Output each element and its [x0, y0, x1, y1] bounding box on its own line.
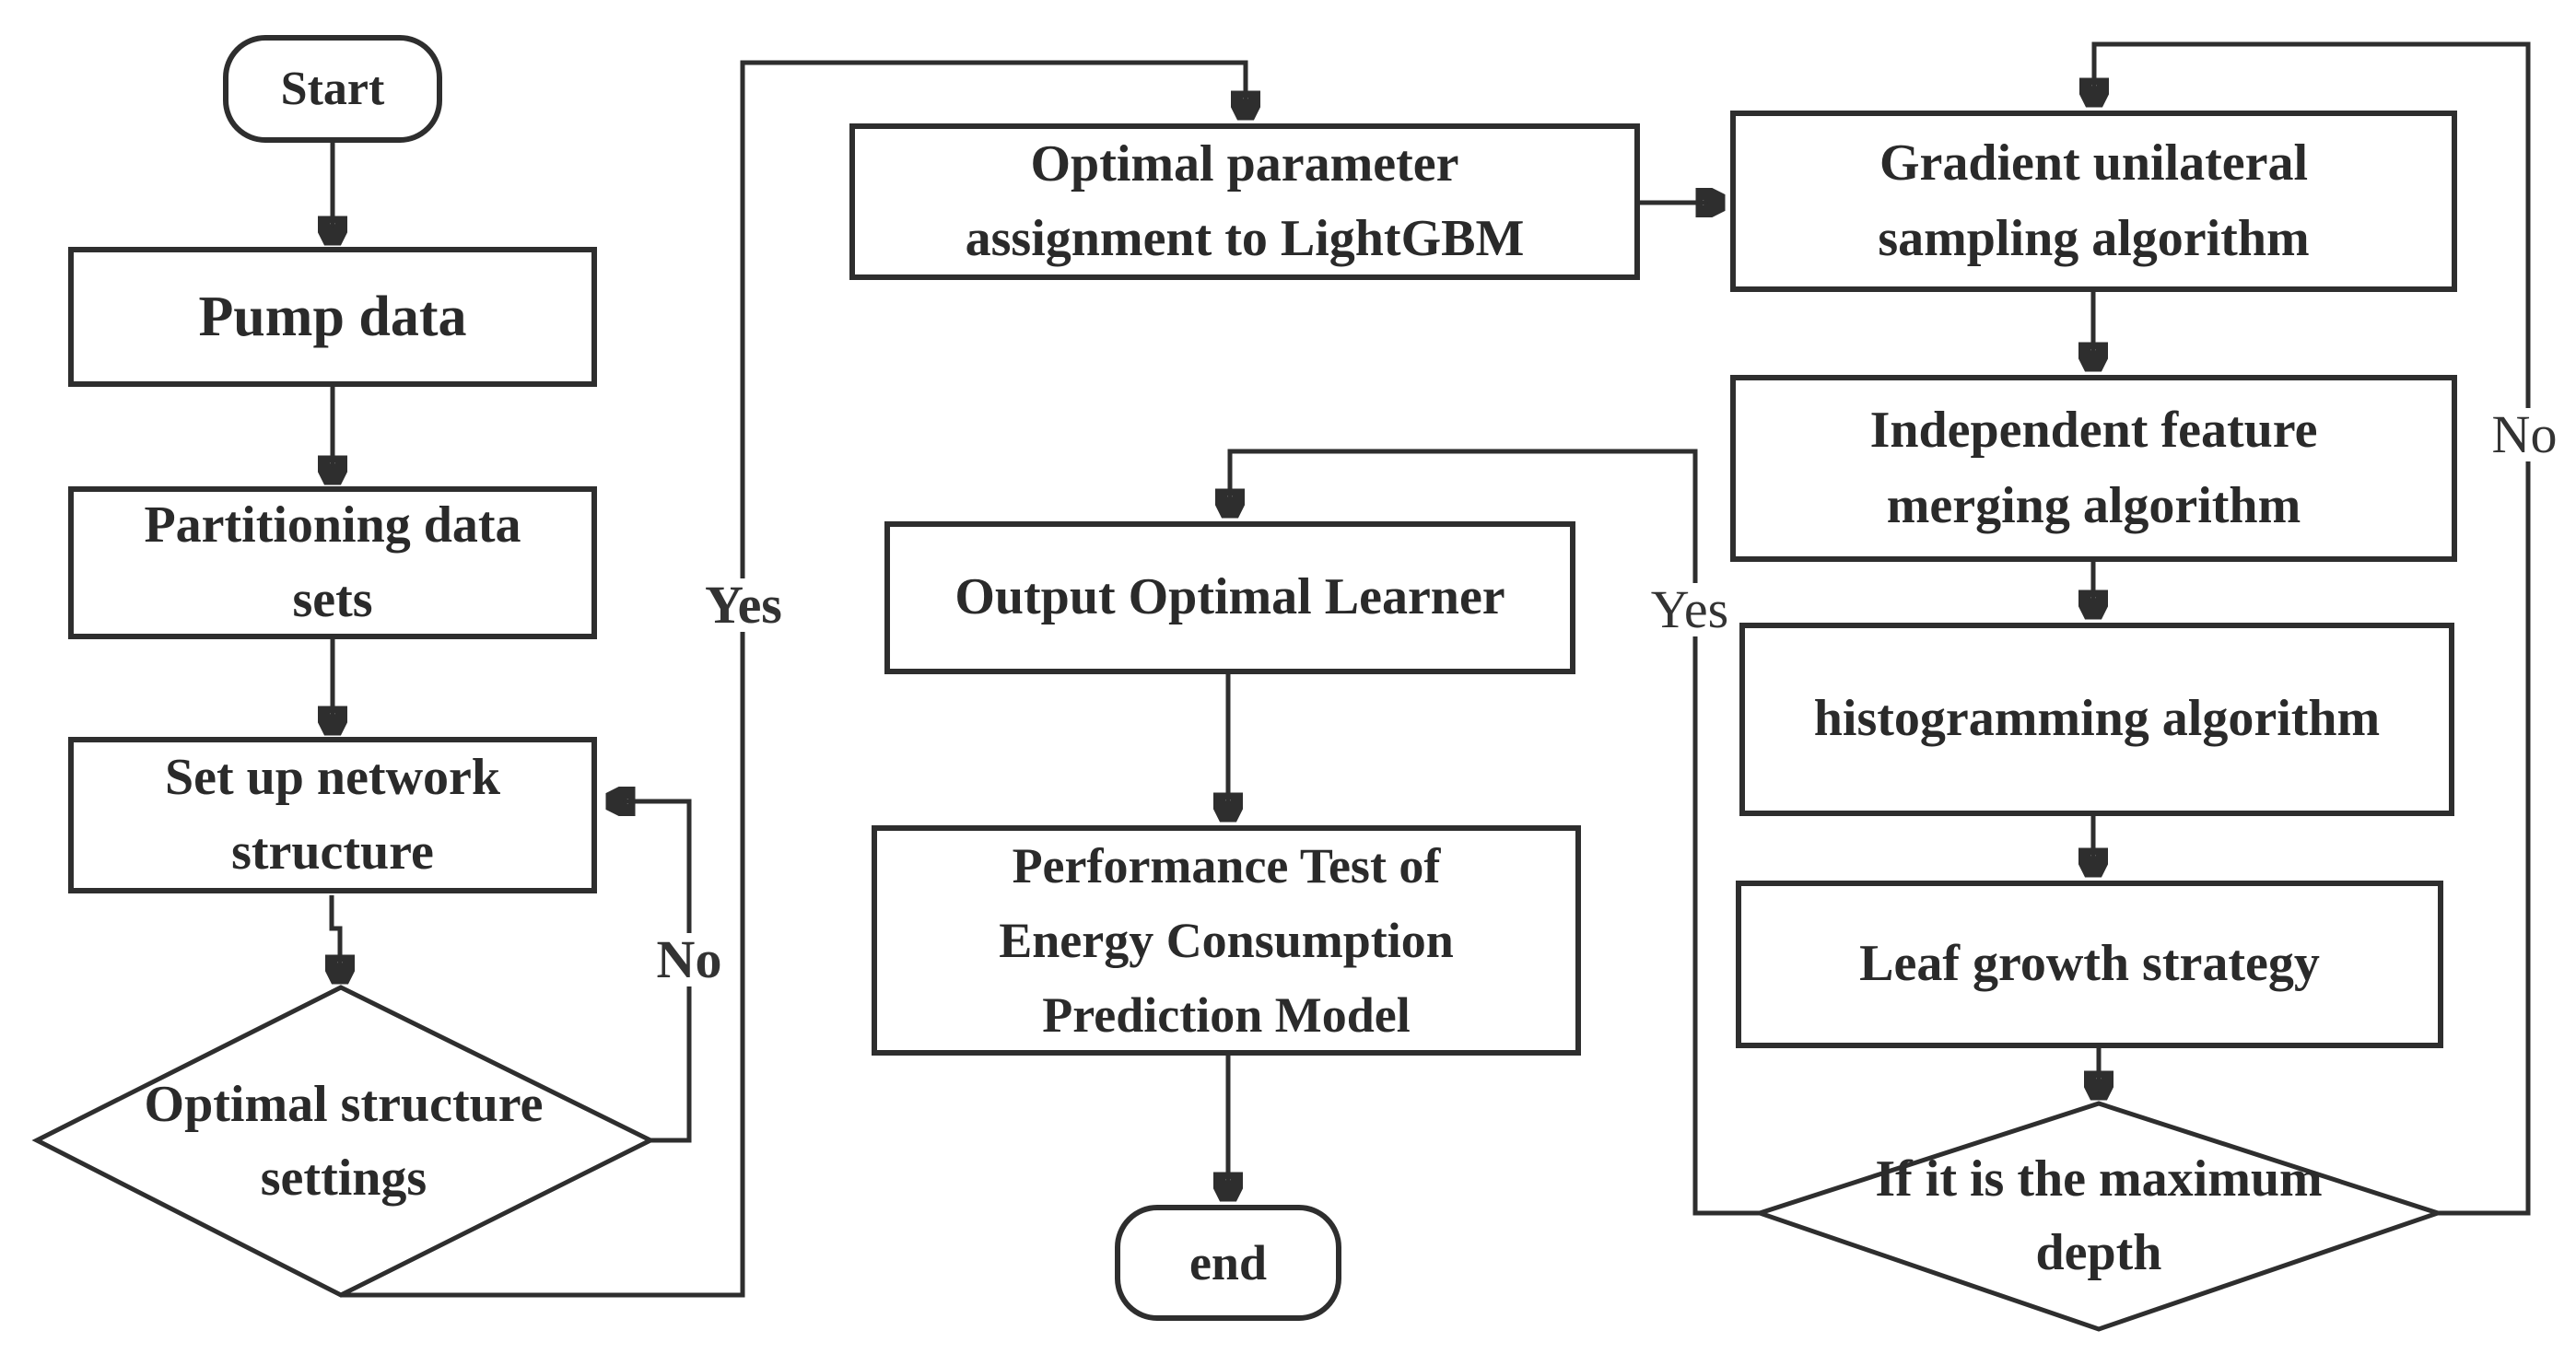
partitioning-data-sets-node: Partitioning data sets	[68, 486, 597, 639]
output-optimal-learner-node: Output Optimal Learner	[884, 521, 1575, 674]
edge-yes-loop-middle	[1230, 449, 1760, 1216]
feature-merging-node: Independent feature merging algorithm	[1730, 375, 2457, 562]
leaf-growth-node: Leaf growth strategy	[1736, 881, 2443, 1048]
performance-test-node: Performance Test of Energy Consumption P…	[872, 825, 1581, 1056]
edge-no-loop-right	[2094, 41, 2531, 1216]
optimal-structure-decision-shape	[31, 985, 656, 1298]
end-node: end	[1115, 1205, 1341, 1321]
max-depth-decision-label: If it is the maximum depth	[1875, 1150, 2323, 1281]
setup-network-structure-node: Set up network structure	[68, 737, 597, 893]
edge-label-no-left: No	[649, 933, 730, 986]
optimal-parameter-node: Optimal parameter assignment to LightGBM	[849, 123, 1640, 280]
edge-label-no-right: No	[2484, 408, 2565, 461]
pump-data-node: Pump data	[68, 247, 597, 387]
edge-label-yes-left: Yes	[697, 578, 790, 632]
gradient-sampling-node: Gradient unilateral sampling algorithm	[1730, 111, 2457, 292]
edge-label-yes-middle: Yes	[1643, 583, 1737, 636]
max-depth-decision-shape	[1752, 1101, 2445, 1332]
edge-yes-loop-left	[341, 60, 1246, 1298]
optimal-structure-decision-label: Optimal structure settings	[144, 1075, 544, 1207]
start-node: Start	[223, 35, 442, 143]
histogramming-node: histogramming algorithm	[1739, 623, 2454, 816]
edge-setup-to-diamond	[332, 895, 340, 980]
